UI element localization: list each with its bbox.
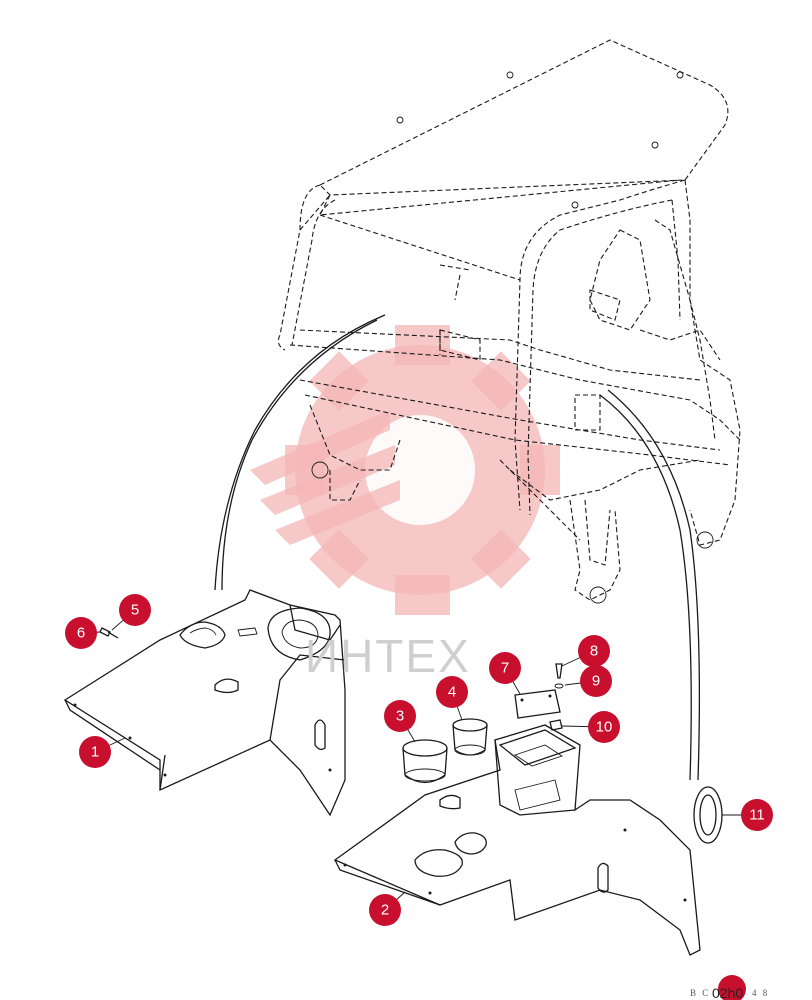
screw-left bbox=[99, 627, 119, 639]
cover-plate bbox=[514, 689, 561, 719]
callout-label: 5 bbox=[131, 602, 139, 619]
callout-7: 7 bbox=[489, 652, 521, 684]
clip-nut bbox=[549, 719, 563, 731]
callout-10: 10 bbox=[588, 711, 620, 743]
cab-frame bbox=[277, 39, 741, 604]
drawing-code-suffix: 4 8 bbox=[752, 988, 769, 998]
callout-label: 9 bbox=[592, 673, 600, 690]
callout-4: 4 bbox=[436, 676, 468, 708]
callout-label: 11 bbox=[749, 807, 765, 824]
callout-8: 8 bbox=[578, 635, 610, 667]
drawing-code-main: 02h0 bbox=[712, 985, 743, 1000]
callout-label: 3 bbox=[396, 708, 404, 725]
callout-9: 9 bbox=[580, 665, 612, 697]
callout-2: 2 bbox=[369, 894, 401, 926]
callout-11: 11 bbox=[741, 799, 773, 831]
callout-label: 1 bbox=[91, 744, 99, 761]
grommet bbox=[693, 786, 723, 844]
screw-right bbox=[554, 663, 564, 689]
left-console-panel bbox=[63, 589, 346, 817]
callout-5: 5 bbox=[119, 594, 151, 626]
callout-label: 8 bbox=[590, 643, 598, 660]
door-seal-strips bbox=[214, 314, 701, 781]
callout-label: 7 bbox=[501, 660, 509, 677]
code-badge bbox=[718, 975, 746, 1000]
cup-holder-small bbox=[452, 718, 488, 756]
drawing-code-prefix: B C bbox=[690, 988, 710, 998]
callout-label: 4 bbox=[448, 684, 456, 701]
callout-label: 6 bbox=[77, 625, 85, 642]
callout-1: 1 bbox=[79, 736, 111, 768]
callout-3: 3 bbox=[384, 700, 416, 732]
watermark-text: ИНТЕХ bbox=[305, 630, 471, 682]
watermark-gear-icon bbox=[250, 325, 560, 615]
cup-holder-large bbox=[402, 739, 448, 784]
callout-6: 6 bbox=[65, 617, 97, 649]
callout-label: 10 bbox=[596, 719, 613, 736]
callout-label: 2 bbox=[381, 902, 389, 919]
right-console-panel bbox=[333, 724, 701, 956]
